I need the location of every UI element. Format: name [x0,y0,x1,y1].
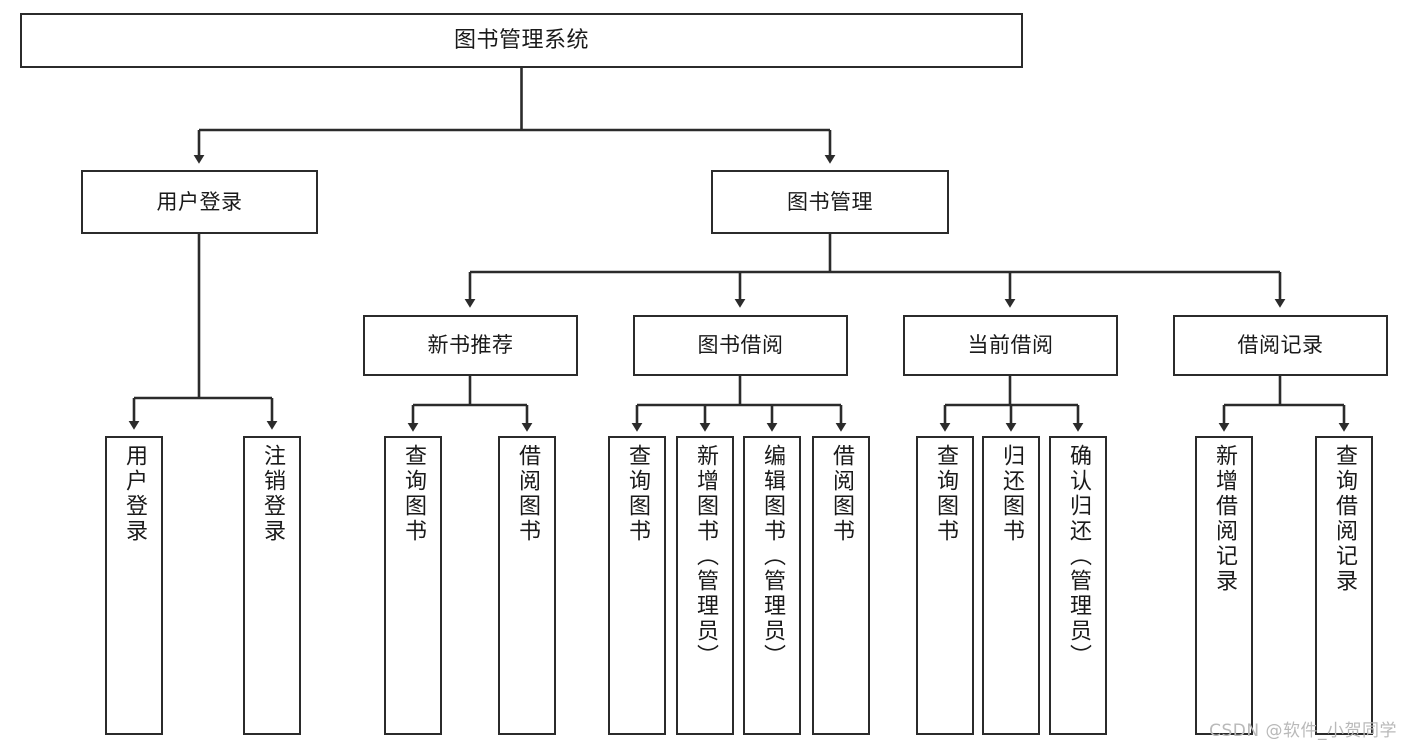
node-label: 查询图书 [625,444,650,544]
leaf-query-borrow-record[interactable]: 查询借阅记录 [1315,436,1373,735]
node-label: 用户登录 [156,189,243,214]
leaf-query-book-recommend[interactable]: 查询图书 [384,436,442,735]
node-label: 查询图书 [933,444,958,544]
node-label: 图书管理系统 [453,27,589,53]
node-borrow-record[interactable]: 借阅记录 [1173,315,1388,376]
node-label: 归还图书 [999,444,1024,544]
node-book-management[interactable]: 图书管理 [711,170,949,234]
node-label: 编辑图书（管理员） [760,444,785,669]
leaf-confirm-return[interactable]: 确认归还（管理员） [1049,436,1107,735]
node-label: 确认归还（管理员） [1066,444,1091,669]
leaf-query-book-borrow[interactable]: 查询图书 [608,436,666,735]
node-current-borrow[interactable]: 当前借阅 [903,315,1118,376]
node-label: 新增图书（管理员） [693,444,718,669]
node-label: 新增借阅记录 [1212,444,1237,594]
node-label: 新书推荐 [427,333,514,358]
node-book-borrow[interactable]: 图书借阅 [633,315,848,376]
leaf-add-borrow-record[interactable]: 新增借阅记录 [1195,436,1253,735]
watermark-text: CSDN @软件_小贺同学 [1209,721,1397,741]
node-label: 当前借阅 [967,333,1054,358]
leaf-borrow-book[interactable]: 借阅图书 [812,436,870,735]
leaf-user-login[interactable]: 用户登录 [105,436,163,735]
leaf-borrow-book-recommend[interactable]: 借阅图书 [498,436,556,735]
node-label: 查询图书 [401,444,426,544]
node-label: 图书借阅 [697,333,784,358]
leaf-return-book[interactable]: 归还图书 [982,436,1040,735]
node-label: 注销登录 [260,444,285,544]
node-root-system[interactable]: 图书管理系统 [20,13,1023,68]
leaf-logout-login[interactable]: 注销登录 [243,436,301,735]
leaf-add-book[interactable]: 新增图书（管理员） [676,436,734,735]
node-label: 借阅记录 [1237,333,1324,358]
node-user-login[interactable]: 用户登录 [81,170,318,234]
node-label: 查询借阅记录 [1332,444,1357,594]
leaf-edit-book[interactable]: 编辑图书（管理员） [743,436,801,735]
leaf-query-book-current[interactable]: 查询图书 [916,436,974,735]
node-label: 借阅图书 [829,444,854,544]
node-label: 用户登录 [122,444,147,544]
node-label: 借阅图书 [515,444,540,544]
node-new-book-recommend[interactable]: 新书推荐 [363,315,578,376]
node-label: 图书管理 [787,189,873,214]
